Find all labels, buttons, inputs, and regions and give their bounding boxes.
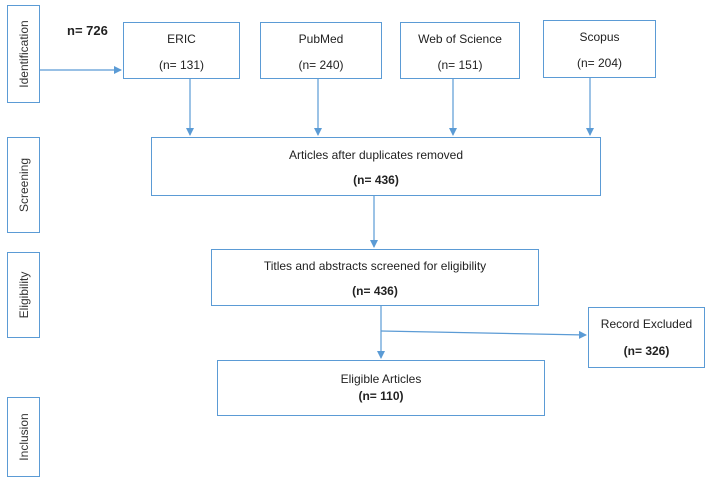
included-box: Eligible Articles (n= 110)	[217, 360, 545, 416]
source-box-eric: ERIC (n= 131)	[123, 22, 240, 79]
included-count: (n= 110)	[358, 389, 404, 403]
stage-eligibility: Eligibility	[7, 252, 40, 338]
source-name: PubMed	[298, 32, 344, 46]
total-count: n= 726	[67, 23, 108, 38]
source-count: (n= 240)	[298, 58, 344, 72]
eligibility-count: (n= 436)	[352, 284, 398, 298]
eligibility-box: Titles and abstracts screened for eligib…	[211, 249, 539, 306]
stage-identification: Identification	[7, 5, 40, 103]
screening-label: Articles after duplicates removed	[288, 148, 464, 162]
screening-box: Articles after duplicates removed (n= 43…	[151, 137, 601, 196]
source-name: Scopus	[579, 30, 620, 44]
included-label: Eligible Articles	[340, 372, 422, 386]
source-box-web-of-science: Web of Science (n= 151)	[400, 22, 520, 79]
source-name: Web of Science	[418, 32, 502, 46]
excluded-box: Record Excluded (n= 326)	[588, 307, 705, 368]
excluded-count: (n= 326)	[623, 344, 670, 358]
eligibility-label: Titles and abstracts screened for eligib…	[263, 259, 487, 273]
screening-count: (n= 436)	[353, 173, 399, 187]
source-box-scopus: Scopus (n= 204)	[543, 20, 656, 78]
source-count: (n= 151)	[437, 58, 483, 72]
stage-inclusion: Inclusion	[7, 397, 40, 477]
source-box-pubmed: PubMed (n= 240)	[260, 22, 382, 79]
arrow-to-excluded	[380, 330, 587, 339]
source-name: ERIC	[167, 32, 196, 46]
stage-screening: Screening	[7, 137, 40, 233]
source-count: (n= 131)	[158, 58, 205, 72]
excluded-label: Record Excluded	[600, 317, 693, 331]
source-count: (n= 204)	[576, 56, 623, 70]
